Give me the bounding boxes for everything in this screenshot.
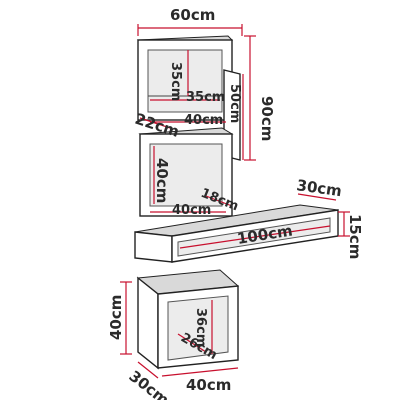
middle-cabinet [138, 127, 234, 217]
label-middle-height: 40cm [153, 158, 171, 203]
upper-cabinet [136, 35, 234, 121]
label-bottom-width: 40cm [186, 376, 231, 394]
label-bottom-height: 40cm [107, 295, 125, 340]
label-upper-inner-width: 35cm [186, 90, 225, 105]
label-upper-width: 40cm [184, 113, 223, 128]
label-shelf-depth: 30cm [295, 176, 342, 200]
long-shelf [134, 204, 339, 263]
label-side-panel-height: 50cm [227, 84, 242, 123]
label-middle-width: 40cm [172, 203, 211, 218]
label-total-height: 90cm [258, 96, 276, 141]
label-upper-inner-height: 35cm [168, 62, 183, 101]
bottom-cabinet [136, 269, 240, 370]
label-bottom-depth: 30cm [126, 367, 173, 400]
dimension-lines [120, 24, 350, 379]
label-bottom-inner-height: 36cm [193, 308, 208, 347]
label-top-width: 60cm [170, 6, 215, 24]
label-shelf-height: 15cm [346, 214, 364, 259]
